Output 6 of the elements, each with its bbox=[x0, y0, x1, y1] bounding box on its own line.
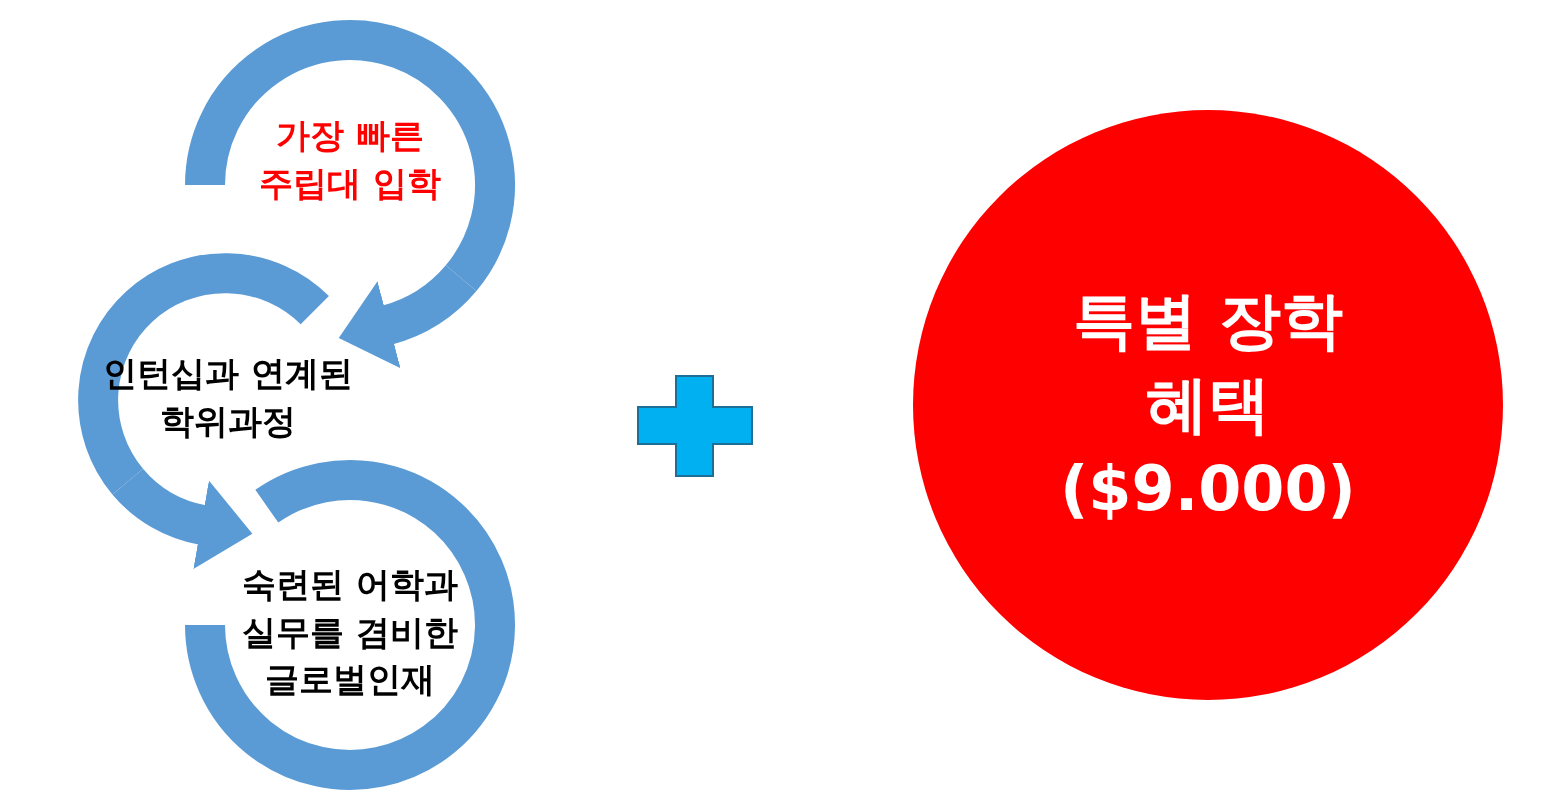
node-text: 숙련된 어학과 실무를 겸비한 글로벌인재 bbox=[241, 562, 459, 701]
arrow bbox=[113, 467, 252, 569]
arrow bbox=[339, 264, 476, 368]
node-text: 가장 빠른 주립대 입학 bbox=[258, 114, 442, 205]
node-text: ($9.000) bbox=[1059, 450, 1357, 527]
node-text: 특별 장학 혜택 bbox=[1072, 283, 1344, 444]
